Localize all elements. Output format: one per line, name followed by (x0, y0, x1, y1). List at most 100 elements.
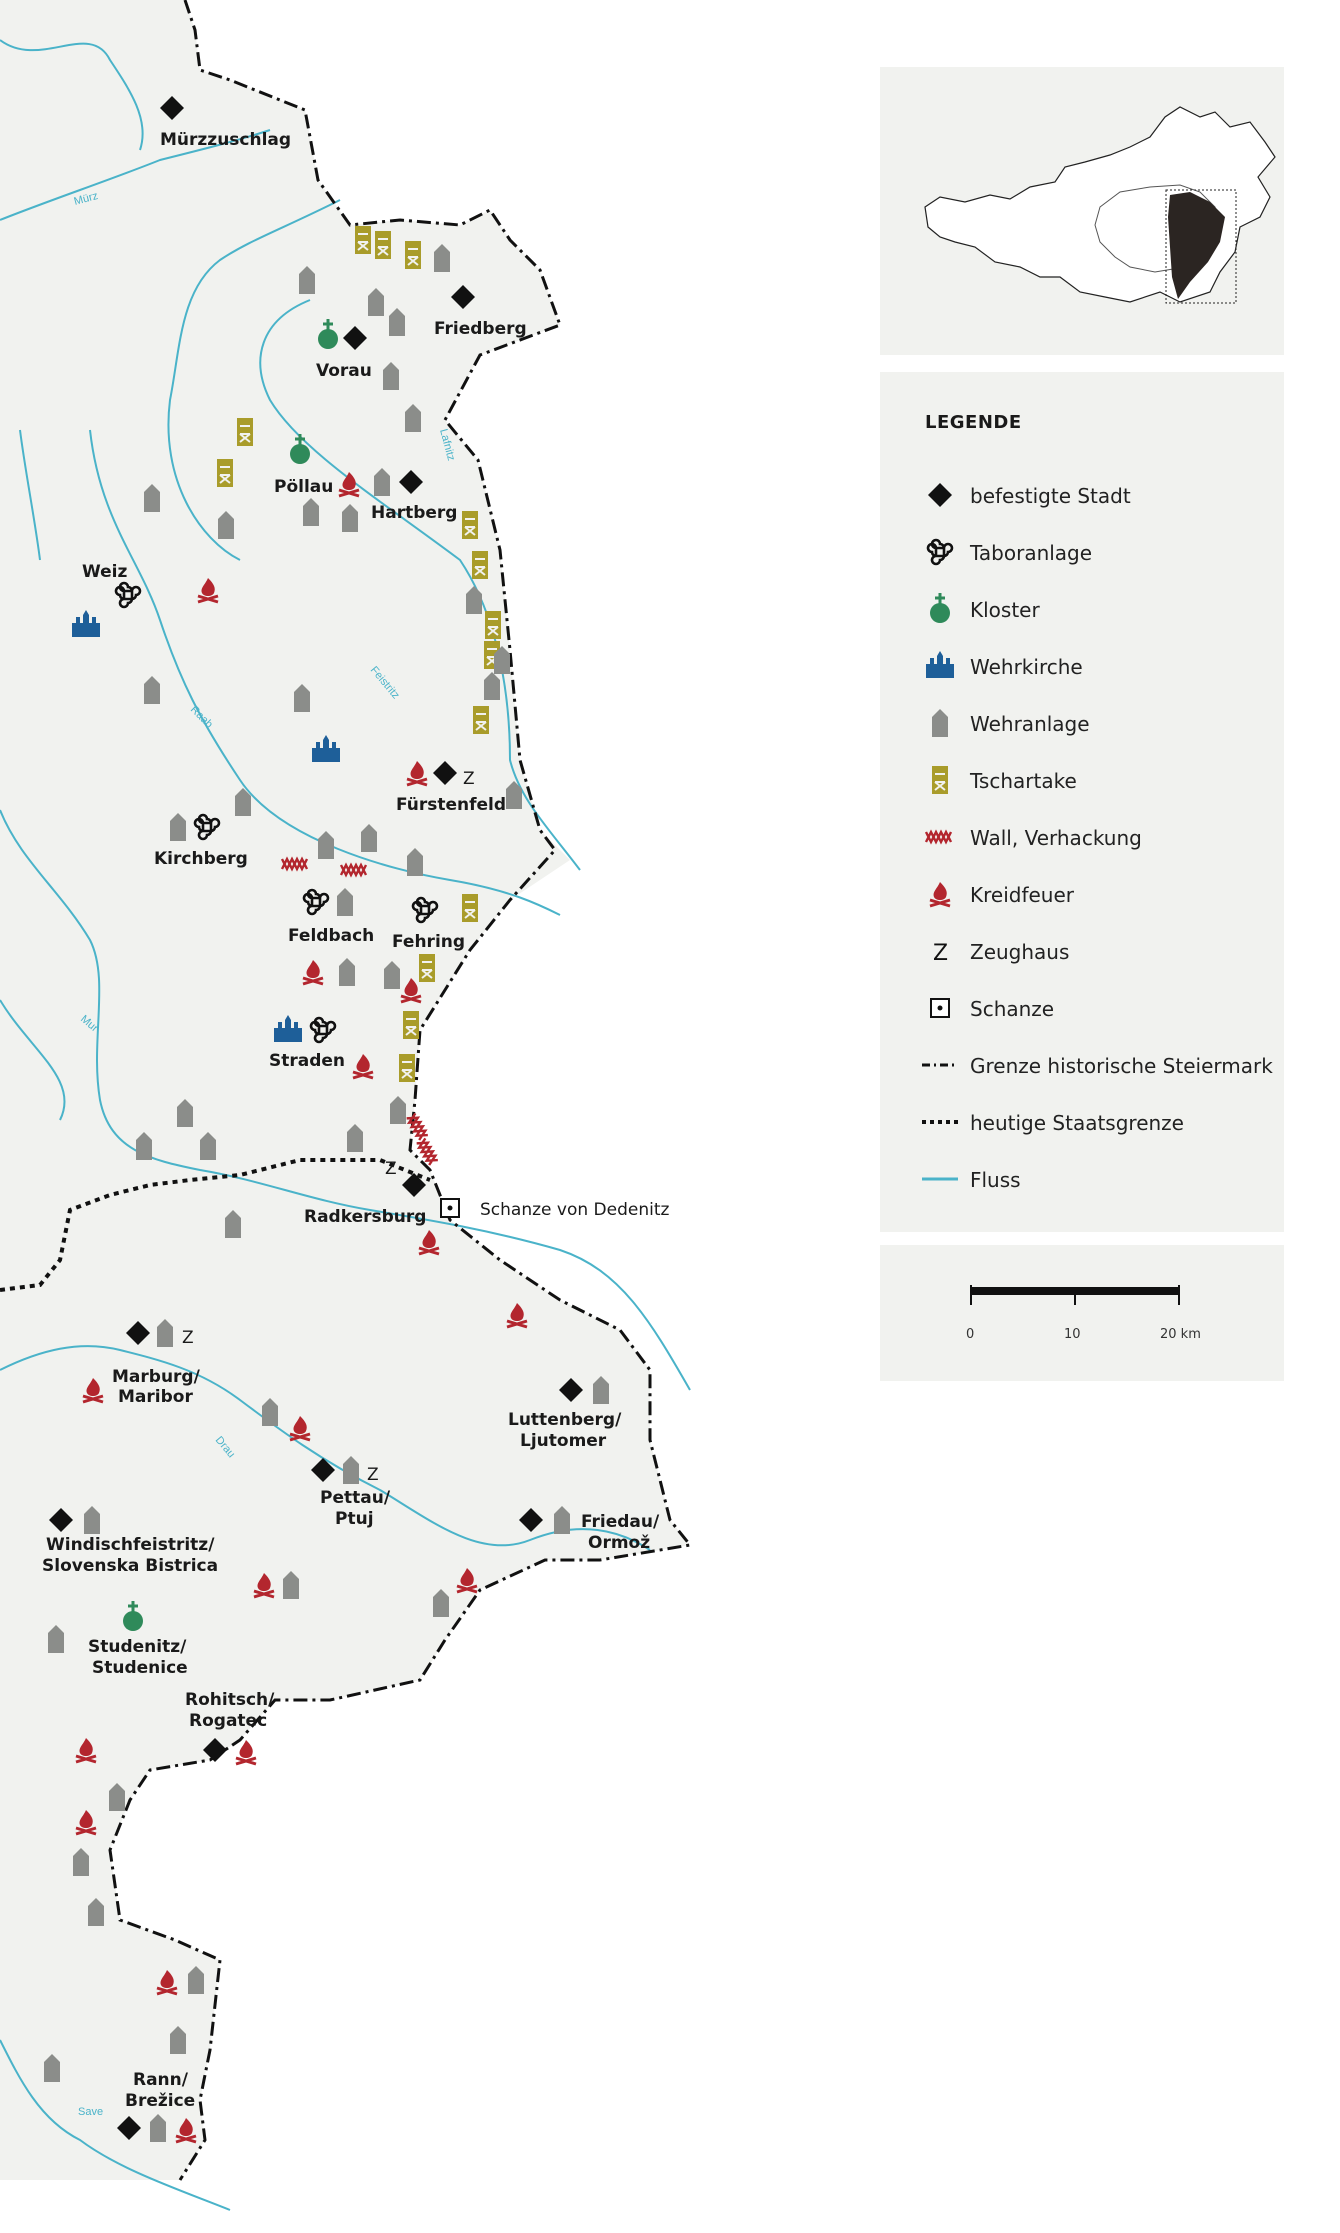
town-label-fehring: Fehring (392, 932, 465, 952)
scale-tick-label: 0 (966, 1327, 975, 1342)
svg-text:Z: Z (933, 941, 948, 966)
town-label-vorau: Vorau (316, 361, 372, 381)
river-label-save: Save (78, 2106, 103, 2118)
legend-item: Tschartake (880, 760, 1284, 800)
dotted-square-icon (930, 998, 950, 1018)
town-label-windischfeistritz: Windischfeistritz/ (46, 1535, 215, 1555)
watchtower-icon (931, 765, 949, 795)
scale-bar-panel: 0 10 20 km (880, 1245, 1284, 1381)
town-label-fuerstenfeld: Fürstenfeld (396, 795, 506, 815)
legend-label: Taboranlage (970, 541, 1093, 565)
legend-title: LEGENDE (925, 412, 1022, 433)
legend-item: heutige Staatsgrenze (880, 1102, 1284, 1142)
watchtower-icon (398, 1053, 416, 1083)
letter-z-icon: Z (367, 1465, 379, 1485)
legend-panel: LEGENDE befestigte Stadt Taboranlage Klo… (880, 372, 1284, 1232)
zeughaus-markers: Z Z Z Z (182, 769, 475, 1485)
legend-item: Z Zeughaus (880, 931, 1284, 971)
town-label-ptuj: Ptuj (335, 1509, 374, 1529)
town-label-rann: Rann/ (133, 2070, 189, 2090)
legend-label: Kloster (970, 598, 1040, 622)
legend-label: Zeughaus (970, 940, 1070, 964)
watchtower-icon (484, 610, 502, 640)
town-label-radkersburg: Radkersburg (304, 1207, 426, 1227)
town-label-friedau: Friedau/ (581, 1512, 660, 1532)
watchtower-icon (461, 510, 479, 540)
tower-icon (932, 709, 948, 737)
legend-label: befestigte Stadt (970, 484, 1131, 508)
legend-label: Tschartake (970, 769, 1077, 793)
scale-tick-label: 20 km (1160, 1327, 1201, 1342)
legend-item: Grenze historische Steiermark (880, 1045, 1284, 1085)
letter-z-icon: Z (933, 941, 948, 966)
watchtower-icon (402, 1010, 420, 1040)
town-label-hartberg: Hartberg (371, 503, 457, 523)
town-label-studenitz: Studenitz/ (88, 1637, 187, 1657)
fortified-church-icon (926, 651, 954, 678)
watchtower-icon (236, 417, 254, 447)
fire-icon (234, 1738, 258, 1766)
legend-label: Grenze historische Steiermark (970, 1054, 1273, 1078)
legend-item: Taboranlage (880, 532, 1284, 572)
watchtower-icon (418, 953, 436, 983)
scale-tick-label: 10 (1064, 1327, 1081, 1342)
legend-item: Schanze (880, 988, 1284, 1028)
dotted-square-icon (440, 1198, 460, 1218)
cross-orb-icon (928, 591, 952, 625)
legend-item: Kloster (880, 589, 1284, 629)
dash-dot-line-icon (922, 1063, 958, 1067)
legend-item: Wehrkirche (880, 646, 1284, 686)
town-label-straden: Straden (269, 1051, 345, 1071)
letter-z-icon: Z (182, 1328, 194, 1348)
town-label-luttenberg: Luttenberg/ (508, 1410, 622, 1430)
legend-label: Kreidfeuer (970, 883, 1075, 907)
town-label-kirchberg: Kirchberg (154, 849, 248, 869)
legend-item: Fluss (880, 1159, 1284, 1199)
town-label-rohitsch: Rohitsch/ (185, 1690, 275, 1710)
town-label-ljutomer: Ljutomer (520, 1431, 607, 1451)
watchtower-icon (354, 225, 372, 255)
inset-frame (1165, 189, 1237, 304)
town-label-muerzzuschlag: Mürzzuschlag (160, 130, 291, 150)
legend-label: Schanze (970, 997, 1055, 1021)
legend-item: Wall, Verhackung (880, 817, 1284, 857)
inset-highlight-region (1168, 192, 1225, 299)
watchtower-icon (472, 705, 490, 735)
legend-label: Wall, Verhackung (970, 826, 1142, 850)
letter-z-icon: Z (385, 1159, 397, 1179)
legend-label: Wehranlage (970, 712, 1090, 736)
historic-border-line (108, 0, 693, 2181)
river-network (0, 39, 691, 2211)
town-label-brezice: Brežice (125, 2091, 195, 2111)
austria-outline (924, 106, 1276, 303)
town-label-feldbach: Feldbach (288, 926, 374, 946)
watchtower-icon (404, 240, 422, 270)
watchtower-icon (216, 458, 234, 488)
legend-label: Wehrkirche (970, 655, 1083, 679)
command-knot-icon (926, 538, 954, 566)
locator-map-panel (880, 67, 1284, 355)
town-label-weiz: Weiz (82, 562, 128, 582)
letter-z-icon: Z (463, 769, 475, 789)
town-label-maribor: Maribor (118, 1387, 193, 1407)
diamond-icon (928, 483, 952, 507)
town-label-ormoz: Ormož (588, 1533, 650, 1553)
town-label-pettau: Pettau/ (320, 1488, 391, 1508)
scale-bar (970, 1285, 1180, 1305)
state-border-line (0, 1158, 431, 1292)
town-label-rogatec: Rogatec (189, 1711, 267, 1731)
land-area (0, 0, 690, 2180)
austria-locator-map (924, 106, 1276, 304)
barricade-icon (924, 830, 953, 844)
legend-item: Kreidfeuer (880, 874, 1284, 914)
watchtower-icon (461, 893, 479, 923)
legend-item: Wehranlage (880, 703, 1284, 743)
town-label-studenice: Studenice (92, 1658, 188, 1678)
legend-item: befestigte Stadt (880, 475, 1284, 515)
town-labels: Mürzzuschlag Friedberg Vorau Pöllau Hart… (42, 130, 669, 2111)
town-label-marburg: Marburg/ (112, 1367, 201, 1387)
town-label-dedenitz: Schanze von Dedenitz (480, 1200, 669, 1220)
fire-icon (928, 880, 952, 908)
town-label-friedberg: Friedberg (434, 319, 527, 339)
